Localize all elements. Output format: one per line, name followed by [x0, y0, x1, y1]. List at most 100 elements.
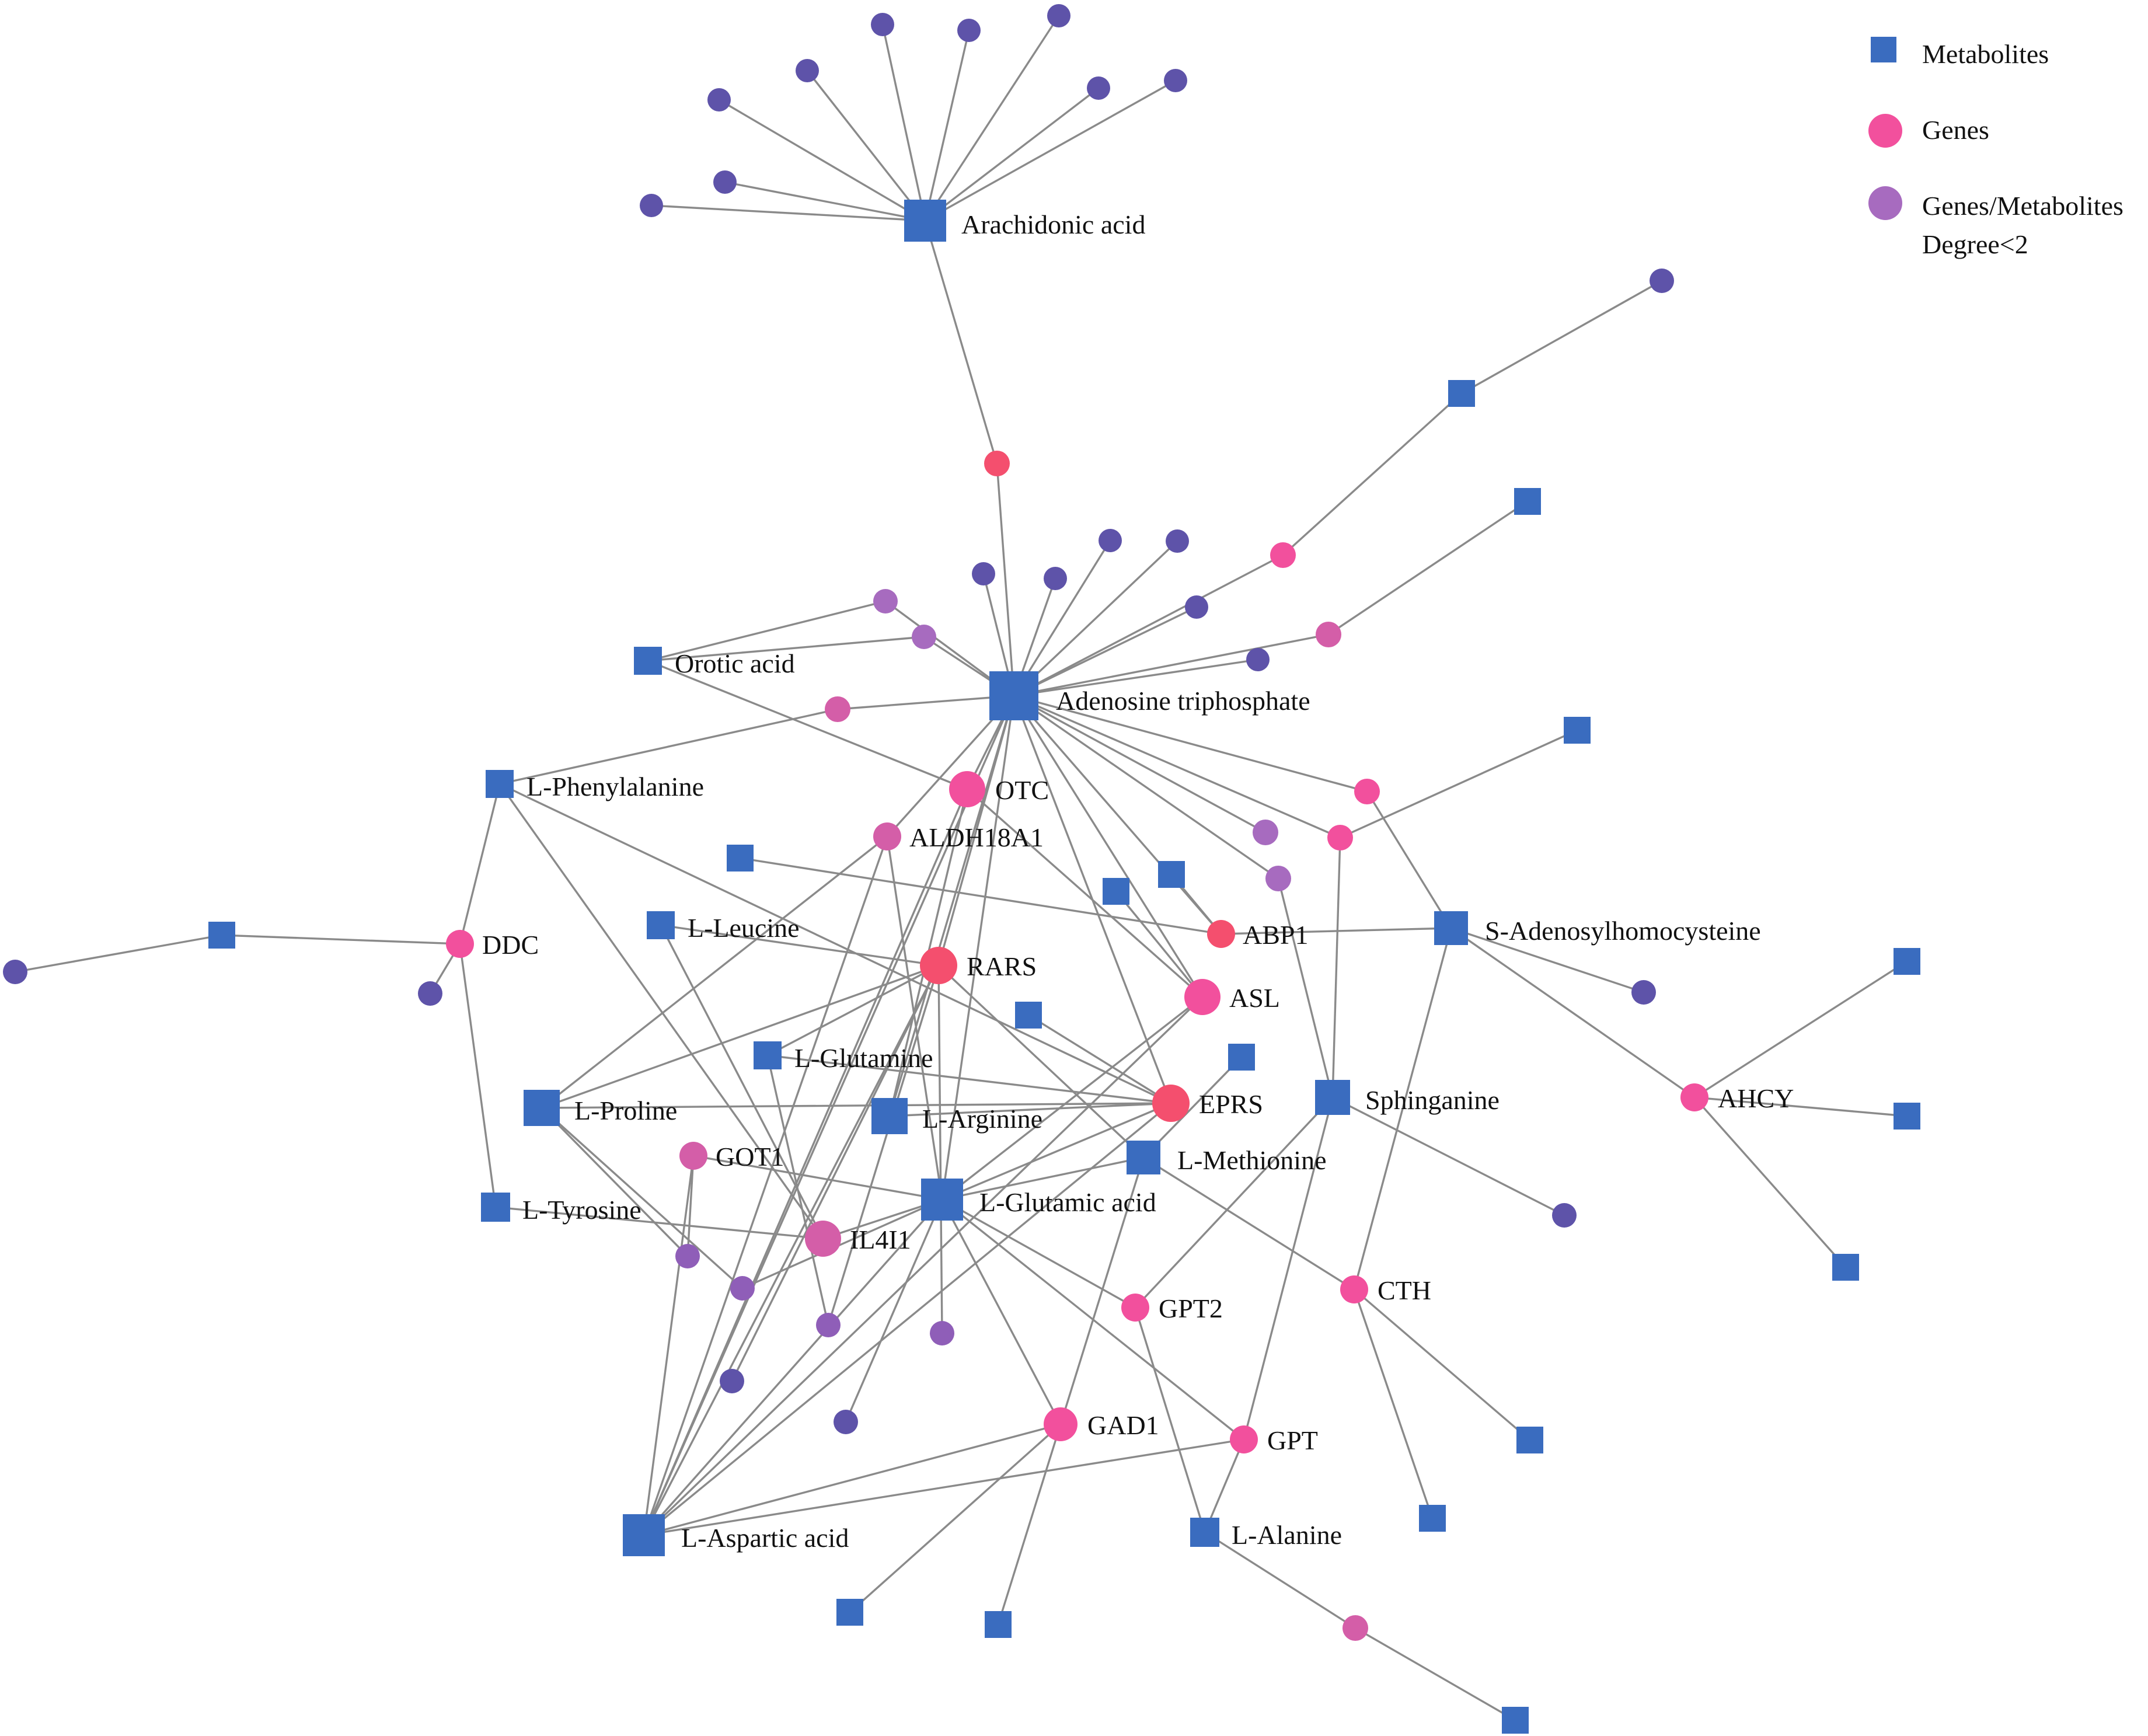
- edge-arach-a4: [806, 69, 926, 222]
- node-label-gad1: GAD1: [1087, 1410, 1159, 1440]
- edge-m4-d0: [15, 934, 222, 973]
- metabolite-node: [208, 922, 235, 949]
- low-degree-node: [640, 194, 663, 217]
- edge-tyr-il4i1: [495, 1206, 824, 1240]
- node-label-adenosine-triphosphate: Adenosine triphosphate: [1056, 686, 1310, 716]
- low-degree-node: [1164, 69, 1187, 92]
- edge-gad1-asp: [643, 1423, 1061, 1536]
- edge-ala-ala1: [1204, 1531, 1356, 1629]
- node-label-s-adenosylhomocysteine: S-Adenosylhomocysteine: [1485, 916, 1761, 946]
- metabolite-node: [985, 1611, 1012, 1638]
- metabolite-node: [486, 770, 514, 798]
- edge-atp-p7: [1013, 695, 1341, 839]
- metabolite-node: [754, 1041, 782, 1069]
- gene-node: [1316, 622, 1341, 647]
- edge-sah-sahd: [1450, 927, 1644, 994]
- gene-node: [920, 947, 957, 984]
- node-label-l-glutamic-acid: L-Glutamic acid: [979, 1187, 1156, 1217]
- node-label-aldh18a1: ALDH18A1: [909, 822, 1044, 852]
- legend-genes-label: Genes: [1922, 115, 1989, 145]
- edge-arach-a1: [881, 24, 926, 221]
- edge-phe-ddc: [459, 783, 501, 944]
- gene-node: [1680, 1083, 1708, 1111]
- network-edges: [15, 15, 1908, 1721]
- edge-arach-a6: [924, 87, 1100, 222]
- edge-sph-sphd: [1332, 1096, 1565, 1216]
- edge-aldh-pro: [541, 835, 888, 1109]
- node-label-rars: RARS: [967, 951, 1037, 981]
- edge-asl-glu: [941, 996, 1204, 1201]
- edge-orotic-p1: [647, 600, 886, 662]
- metabolite-node: [1190, 1518, 1219, 1547]
- edge-rars-q3: [827, 965, 940, 1326]
- edge-gpt-ala: [1204, 1439, 1245, 1533]
- low-degree-node: [1552, 1203, 1577, 1228]
- edge-p7-sq3: [1340, 729, 1578, 839]
- edge-glu-met: [942, 1156, 1144, 1201]
- edge-pro-eprs: [541, 1102, 1171, 1109]
- gene-node: [984, 451, 1010, 476]
- gene-node: [1342, 1615, 1368, 1641]
- metabolite-node: [1315, 1080, 1350, 1115]
- edge-p5-sq2: [1328, 500, 1528, 636]
- low-degree-node: [713, 170, 737, 194]
- metabolite-node: [1894, 948, 1920, 975]
- edge-arach-a2: [924, 30, 970, 221]
- edge-gpt-asp: [643, 1438, 1244, 1536]
- node-label-ddc: DDC: [482, 930, 539, 960]
- gene-node: [1230, 1425, 1258, 1453]
- gene-node: [446, 930, 474, 958]
- edge-otc-asl: [966, 788, 1204, 998]
- edge-sph-gpt: [1243, 1097, 1334, 1440]
- metabolite-node: [623, 1514, 665, 1556]
- edge-atp-p3: [837, 695, 1014, 710]
- edge-eprs-asp: [643, 1102, 1172, 1536]
- edge-arg-eprs: [889, 1102, 1171, 1117]
- low-degree-node: [1087, 76, 1110, 100]
- edge-gad1-m12: [849, 1423, 1062, 1613]
- node-label-l-methionine: L-Methionine: [1177, 1145, 1327, 1175]
- gene-node: [679, 1142, 707, 1170]
- gene-node: [1327, 825, 1353, 850]
- legend-low-degree-swatch: [1868, 186, 1902, 220]
- low-degree-node: [1650, 269, 1674, 293]
- edge-atp-abp1: [1013, 695, 1222, 935]
- node-label-il4i1: IL4I1: [850, 1225, 911, 1254]
- metabolite-node: [1158, 861, 1185, 888]
- node-label-ahcy: AHCY: [1718, 1083, 1794, 1113]
- edge-asl-m2: [1115, 890, 1204, 998]
- edge-atp-p8: [1013, 695, 1266, 834]
- node-label-l-phenylalanine: L-Phenylalanine: [526, 772, 704, 801]
- edge-atp-t3: [1013, 540, 1111, 696]
- edge-p6-sah: [1366, 791, 1452, 929]
- low-degree-node: [1246, 648, 1270, 671]
- edge-gln-q3: [766, 1055, 829, 1326]
- edge-ahcy-m8: [1694, 1096, 1908, 1117]
- edge-arach-a7: [925, 79, 1176, 222]
- low-degree-node: [834, 1410, 858, 1434]
- edge-atp-t4: [1013, 540, 1178, 697]
- metabolite-node: [1127, 1141, 1160, 1174]
- low-degree-node: [675, 1244, 700, 1268]
- low-degree-node: [972, 562, 995, 585]
- node-label-arachidonic-acid: Arachidonic acid: [961, 210, 1145, 239]
- edge-p3-phe: [499, 708, 838, 785]
- edge-rars-pro: [541, 964, 939, 1109]
- edge-ddc-m4: [221, 934, 461, 945]
- edge-otc-asp: [643, 789, 968, 1536]
- low-degree-node: [1631, 980, 1656, 1005]
- edge-ddc-tyr: [459, 943, 497, 1208]
- gene-node: [949, 771, 985, 807]
- metabolite-node: [634, 647, 662, 675]
- metabolite-node: [1419, 1505, 1446, 1532]
- metabolite-node: [524, 1090, 560, 1126]
- edge-aldh-glu: [886, 836, 943, 1200]
- metabolite-node: [1516, 1427, 1543, 1453]
- low-degree-node: [720, 1369, 744, 1393]
- metabolite-node: [1228, 1044, 1255, 1071]
- gene-node: [1152, 1085, 1190, 1122]
- edge-leu-rars: [660, 924, 939, 967]
- low-degree-node: [816, 1313, 841, 1337]
- edge-atp-p5: [1013, 633, 1329, 697]
- low-degree-node: [873, 589, 898, 613]
